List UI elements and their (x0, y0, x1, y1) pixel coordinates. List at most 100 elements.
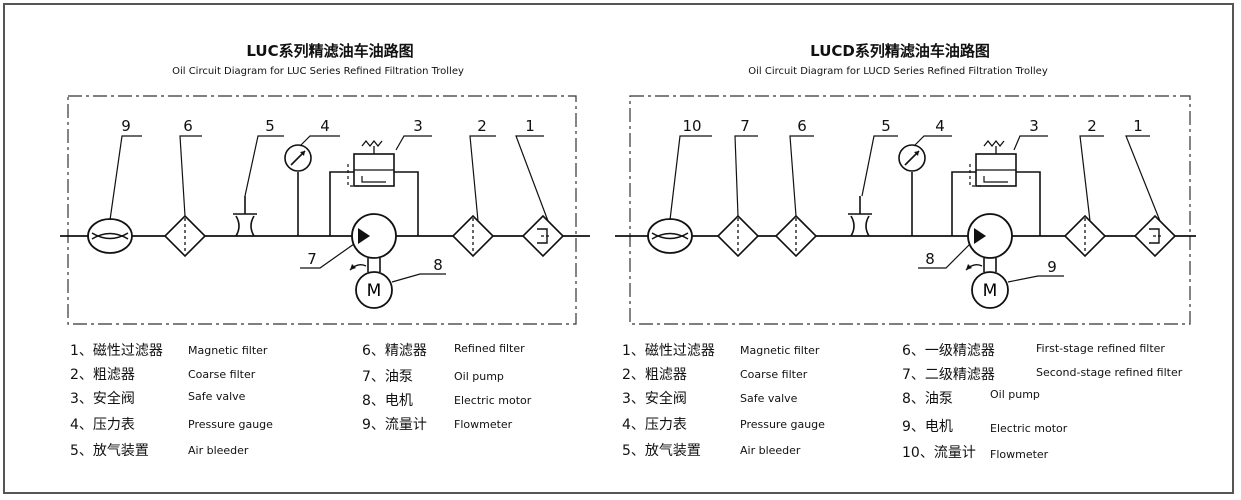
legend-item: 1、磁性过滤器 Magnetic filter (622, 340, 819, 360)
legend-item: 2、粗滤器 Coarse filter (622, 364, 807, 384)
legend-en: Safe valve (740, 392, 798, 405)
legend-cn: 1、磁性过滤器 (622, 343, 715, 359)
right-label-coarse-filter: 2 (1087, 117, 1097, 135)
second-stage-refined-filter-icon (717, 215, 759, 257)
legend-item: 2、粗滤器 Coarse filter (70, 364, 255, 384)
legend-item: 7、二级精滤器 Second-stage refined filter (902, 364, 1182, 384)
legend-item: 8、电机 Electric motor (362, 390, 531, 410)
legend-en: Pressure gauge (740, 418, 825, 431)
legend-cn: 8、油泵 (902, 391, 953, 407)
right-component-numbers: 10 7 6 5 4 3 2 1 8 9 (682, 117, 1142, 276)
legend-item: 10、流量计 Flowmeter (902, 442, 1048, 462)
right-label-oil-pump: 8 (925, 250, 935, 268)
right-trolley-boundary (629, 95, 1191, 325)
electric-motor-icon (355, 271, 393, 309)
legend-cn: 9、流量计 (362, 417, 427, 433)
oil-pump-icon (967, 213, 1013, 259)
coarse-filter-icon (452, 215, 494, 257)
right-label-flowmeter: 10 (682, 117, 701, 135)
legend-en: Magnetic filter (188, 344, 268, 357)
air-bleeder-icon (847, 195, 873, 237)
legend-cn: 6、精滤器 (362, 343, 427, 359)
legend-en: Refined filter (454, 342, 525, 355)
safe-valve-icon (969, 140, 1017, 187)
legend-en: Flowmeter (990, 448, 1049, 461)
left-diagram-subtitle: Oil Circuit Diagram for LUC Series Refin… (172, 66, 464, 77)
legend-cn: 3、安全阀 (70, 391, 135, 407)
legend-item: 6、精滤器 Refined filter (362, 340, 525, 360)
left-trolley-boundary (67, 95, 577, 325)
right-label-second-stage-filter: 7 (740, 117, 750, 135)
legend-item: 4、压力表 Pressure gauge (622, 414, 825, 434)
legend-en: Coarse filter (740, 368, 808, 381)
right-label-pressure-gauge: 4 (935, 117, 945, 135)
electric-motor-icon (971, 271, 1009, 309)
right-diagram-title: LUCD系列精滤油车油路图 (810, 42, 990, 60)
left-label-electric-motor: 8 (433, 256, 443, 274)
legend-cn: 5、放气装置 (70, 443, 149, 459)
left-diagram-title: LUC系列精滤油车油路图 (246, 42, 414, 60)
right-label-first-stage-filter: 6 (797, 117, 807, 135)
legend-cn: 1、磁性过滤器 (70, 343, 163, 359)
legend-cn: 2、粗滤器 (622, 367, 687, 383)
right-label-safe-valve: 3 (1029, 117, 1039, 135)
safe-valve-icon (347, 140, 395, 187)
legend-cn: 8、电机 (362, 393, 413, 409)
legend-en: Electric motor (454, 394, 532, 407)
legend-cn: 9、电机 (902, 419, 953, 435)
legend-item: 9、电机 Electric motor (902, 416, 1067, 436)
coarse-filter-icon (1064, 215, 1106, 257)
left-label-refined-filter: 6 (183, 117, 193, 135)
legend-cn: 4、压力表 (622, 417, 687, 433)
legend-cn: 4、压力表 (70, 417, 135, 433)
legend-item: 6、一级精滤器 First-stage refined filter (902, 340, 1165, 360)
left-label-pressure-gauge: 4 (320, 117, 330, 135)
air-bleeder-icon (232, 195, 258, 237)
left-circuit (60, 95, 590, 325)
legend-en: Oil pump (990, 388, 1040, 401)
legend-en: Magnetic filter (740, 344, 820, 357)
legend-en: Pressure gauge (188, 418, 273, 431)
legend-item: 5、放气装置 Air bleeder (622, 440, 800, 460)
legend-item: 3、安全阀 Safe valve (70, 388, 245, 408)
left-component-numbers: 9 6 5 4 3 2 1 7 8 (121, 117, 535, 274)
legend-cn: 3、安全阀 (622, 391, 687, 407)
right-circuit (615, 95, 1196, 325)
legend-item: 9、流量计 Flowmeter (362, 414, 512, 434)
right-label-electric-motor: 9 (1047, 258, 1057, 276)
legend-item: 5、放气装置 Air bleeder (70, 440, 248, 460)
legend-item: 7、油泵 Oil pump (362, 366, 504, 386)
legend-cn: 2、粗滤器 (70, 367, 135, 383)
left-label-magnetic-filter: 1 (525, 117, 535, 135)
legend-en: Flowmeter (454, 418, 513, 431)
left-label-flowmeter: 9 (121, 117, 131, 135)
legend-en: Air bleeder (740, 444, 801, 457)
legend-cn: 7、二级精滤器 (902, 367, 995, 383)
legend-item: 4、压力表 Pressure gauge (70, 414, 273, 434)
legend-en: Electric motor (990, 422, 1068, 435)
pressure-gauge-icon (284, 144, 312, 172)
legend-cn: 7、油泵 (362, 369, 413, 385)
image-frame (3, 3, 1234, 494)
left-label-air-bleeder: 5 (265, 117, 275, 135)
left-label-oil-pump: 7 (307, 250, 317, 268)
left-label-coarse-filter: 2 (477, 117, 487, 135)
legend-item: 3、安全阀 Safe valve (622, 388, 797, 408)
magnetic-filter-icon (1134, 215, 1176, 257)
legend-en: Coarse filter (188, 368, 256, 381)
legend-cn: 10、流量计 (902, 445, 976, 461)
right-label-air-bleeder: 5 (881, 117, 891, 135)
legend-item: 8、油泵 Oil pump (902, 388, 1040, 408)
legend-cn: 5、放气装置 (622, 443, 701, 459)
legend-en: Air bleeder (188, 444, 249, 457)
right-label-magnetic-filter: 1 (1133, 117, 1143, 135)
legend-en: Second-stage refined filter (1036, 366, 1183, 379)
pressure-gauge-icon (898, 144, 926, 172)
flowmeter-icon (87, 218, 133, 254)
magnetic-filter-icon (522, 215, 564, 257)
legend-en: First-stage refined filter (1036, 342, 1165, 355)
refined-filter-icon (164, 215, 206, 257)
legend-cn: 6、一级精滤器 (902, 343, 995, 359)
oil-pump-icon (351, 213, 397, 259)
